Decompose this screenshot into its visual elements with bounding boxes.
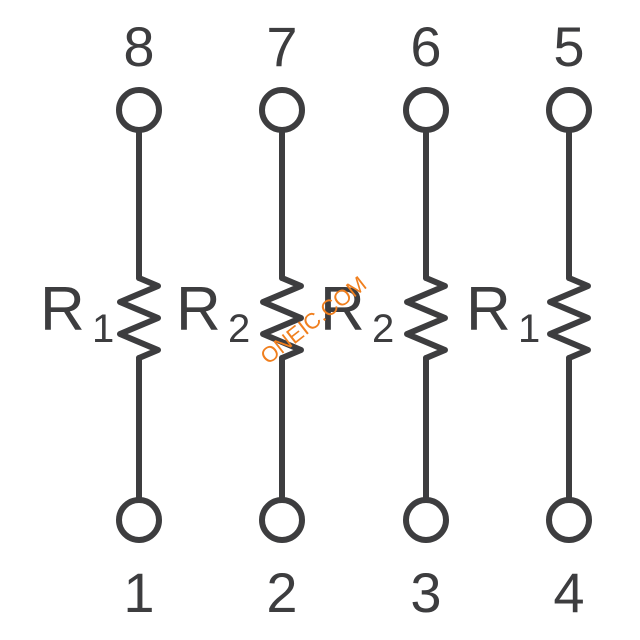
resistor-3-subscript: 2 (372, 307, 394, 351)
pin-label-1: 1 (123, 561, 154, 624)
resistor-1-label: R (40, 275, 85, 344)
pin-label-5: 5 (553, 15, 584, 78)
resistor-2-subscript: 2 (228, 307, 250, 351)
pin-2-pad (259, 497, 305, 543)
resistor-2-zigzag (260, 275, 304, 361)
pin-4-pad (546, 497, 592, 543)
resistor-column-4: 5 4 R 1 (466, 15, 592, 624)
resistor-1-subscript: 1 (92, 307, 114, 351)
resistor-column-3: 6 3 R 2 (320, 15, 449, 624)
pin-label-6: 6 (410, 15, 441, 78)
resistor-1-zigzag (117, 275, 161, 361)
resistor-4-zigzag (547, 275, 591, 361)
pin-label-3: 3 (410, 561, 441, 624)
pin-label-8: 8 (123, 15, 154, 78)
pin-label-4: 4 (553, 561, 584, 624)
pin-8-pad (116, 87, 162, 133)
resistor-column-1: 8 1 R 1 (40, 15, 162, 624)
resistor-2-label: R (176, 275, 221, 344)
pin-3-pad (403, 497, 449, 543)
resistor-3-label: R (320, 275, 365, 344)
pin-1-pad (116, 497, 162, 543)
resistor-column-2: 7 2 R 2 (176, 15, 305, 624)
pin-label-2: 2 (266, 561, 297, 624)
resistor-4-label: R (466, 275, 511, 344)
pin-5-pad (546, 87, 592, 133)
resistor-3-zigzag (404, 275, 448, 361)
pin-label-7: 7 (266, 15, 297, 78)
pin-6-pad (403, 87, 449, 133)
pin-7-pad (259, 87, 305, 133)
resistor-4-subscript: 1 (518, 307, 540, 351)
